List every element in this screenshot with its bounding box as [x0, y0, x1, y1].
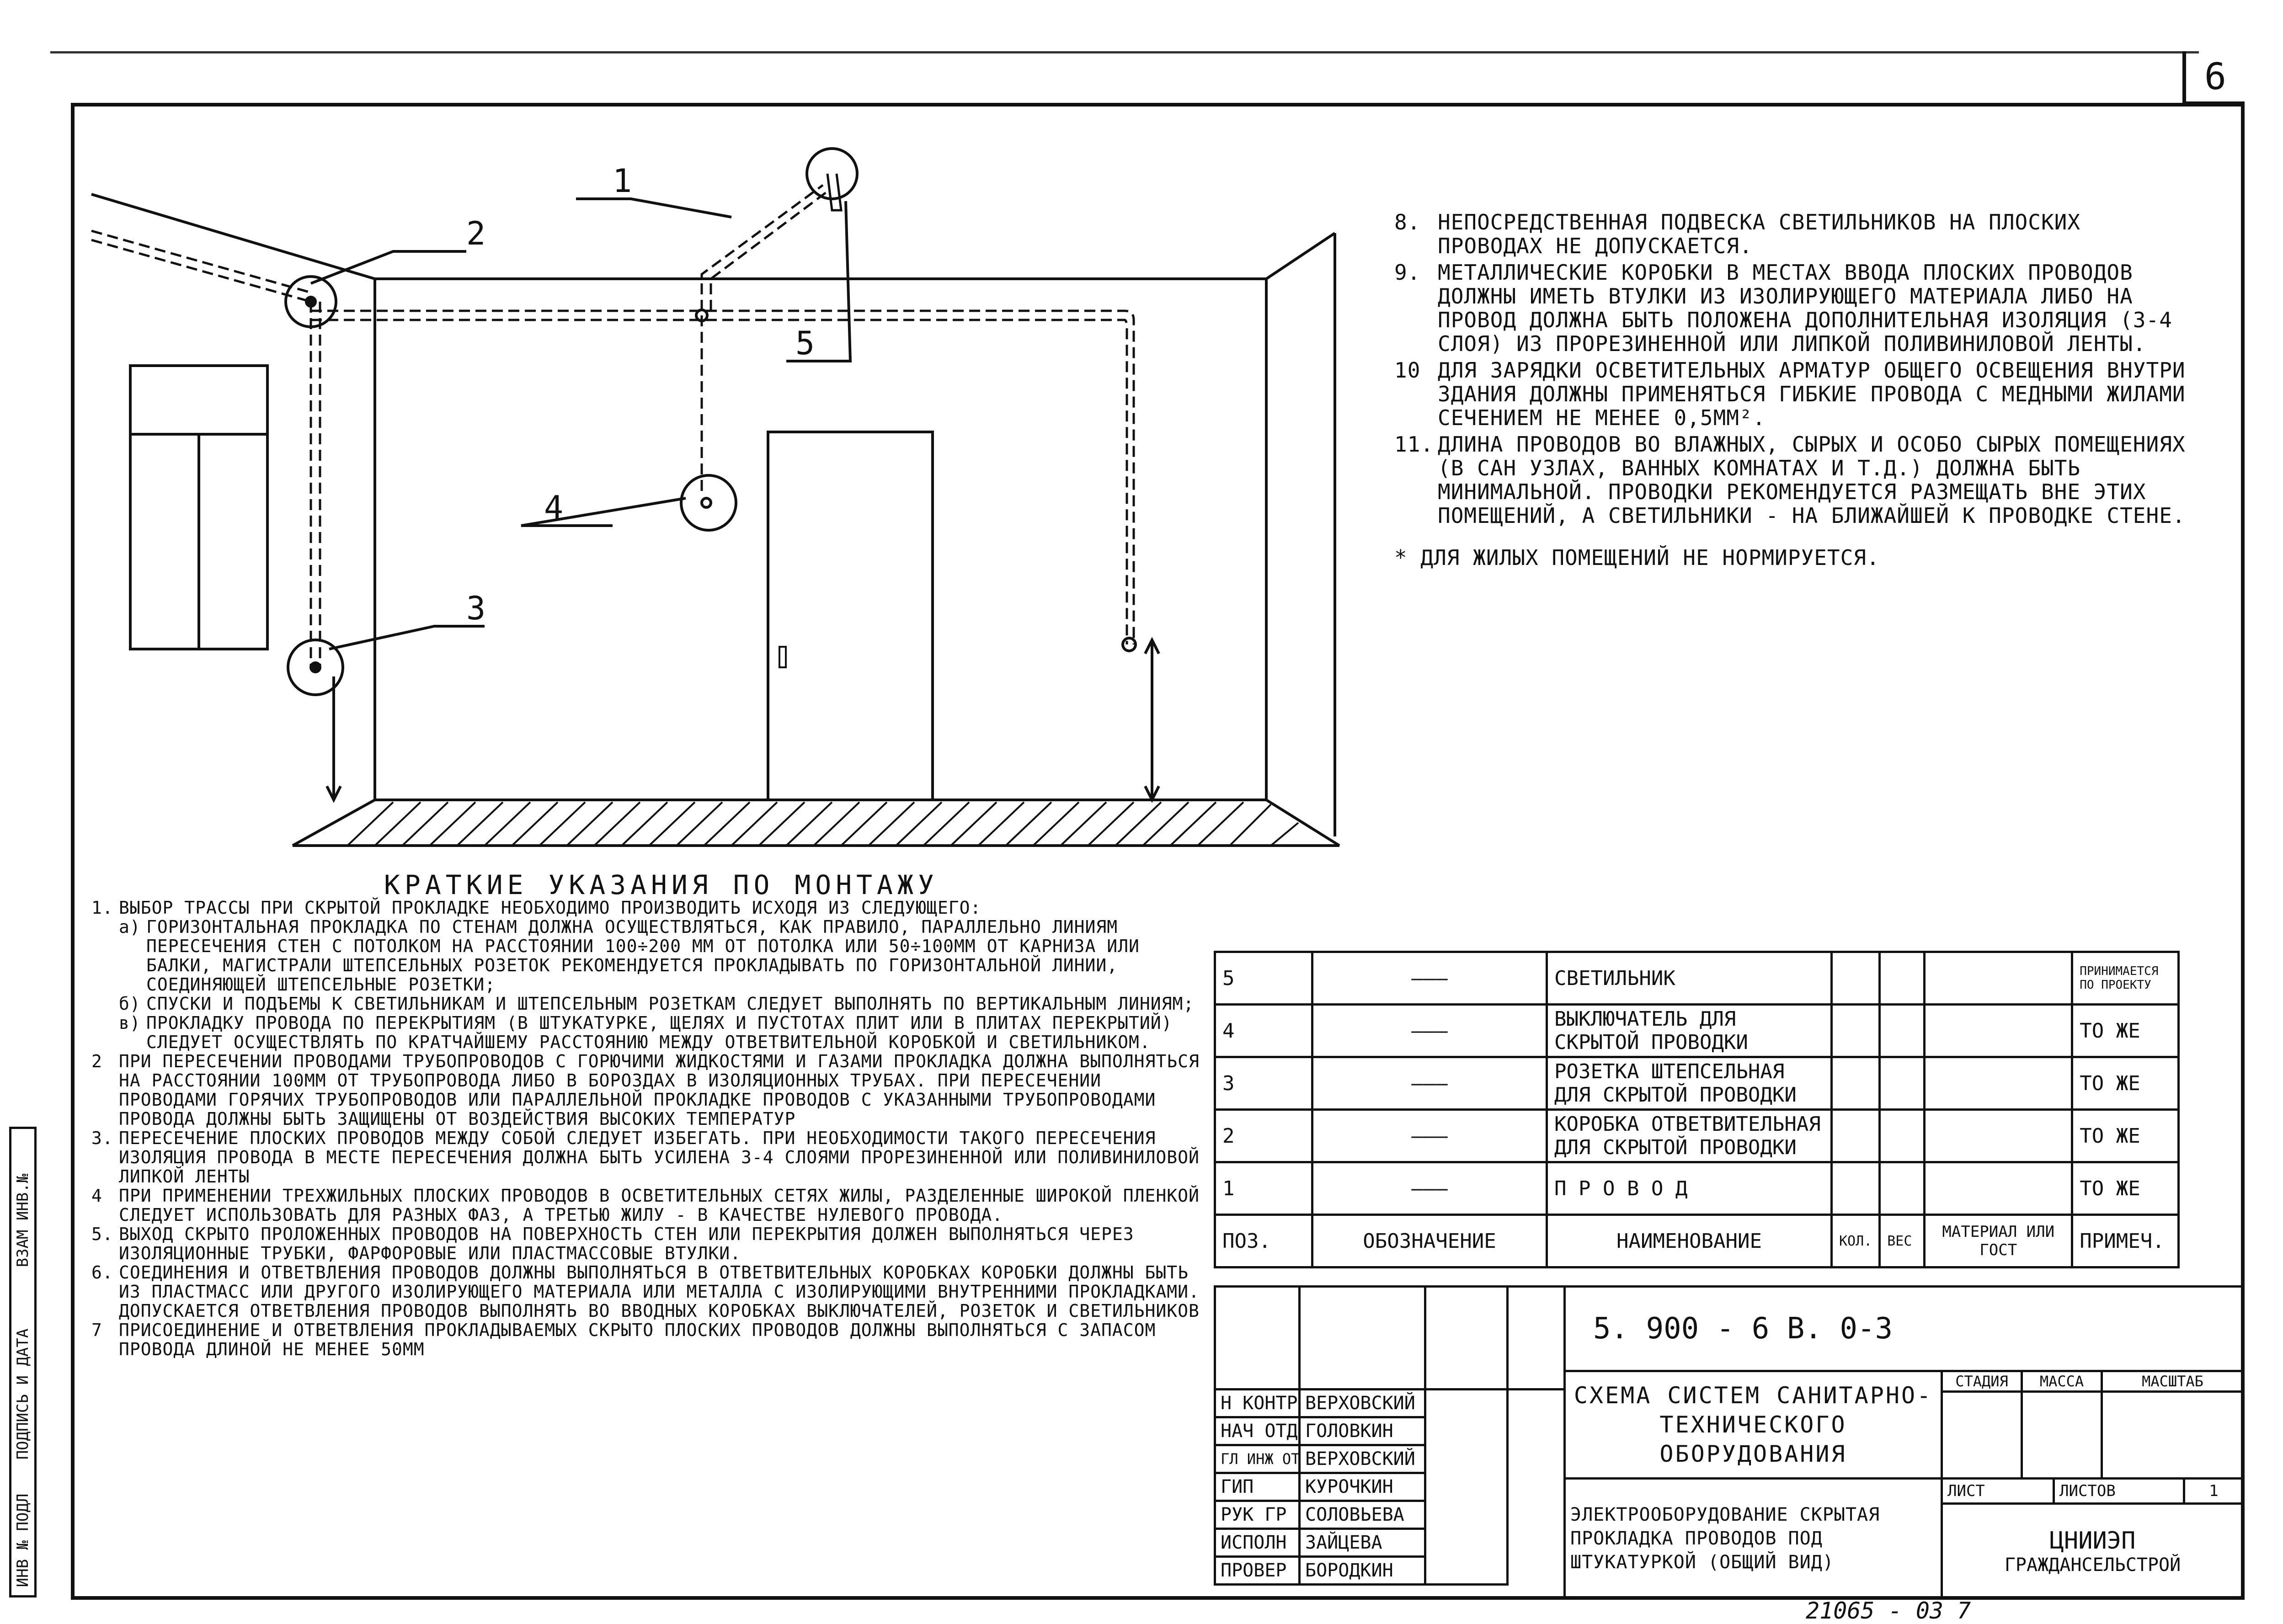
note-8: 8.НЕПОСРЕДСТВЕННАЯ ПОДВЕСКА СВЕТИЛЬНИКОВ…	[1394, 210, 2081, 258]
lamp-5	[805, 147, 859, 200]
notes-right: 8.НЕПОСРЕДСТВЕННАЯ ПОДВЕСКА СВЕТИЛЬНИКОВ…	[1394, 210, 2194, 570]
socket-3	[287, 639, 344, 696]
label-4: 4	[544, 489, 563, 527]
star-note: * ДЛЯ ЖИЛЫХ ПОМЕЩЕНИЙ НЕ НОРМИРУЕТСЯ.	[1394, 545, 1880, 570]
node-ceiling	[695, 309, 709, 322]
title-block: Н КОНТР ВЕРХОВСКИЙ НАЧ ОТД ГОЛОВКИН ГЛ И…	[1214, 1285, 2245, 1600]
organization: ЦНИИЭП ГРАЖДАНСЕЛЬСТРОЙ	[1941, 1502, 2245, 1600]
floor-right	[1265, 799, 1340, 847]
leader-2	[310, 250, 466, 285]
note-1: 1.ВЫБОР ТРАССЫ ПРИ СКРЫТОЙ ПРОКЛАДКЕ НЕО…	[91, 898, 981, 918]
table-header-row: ПОЗ. ОБОЗНАЧЕНИЕ НАИМЕНОВАНИЕ КОЛ. ВЕС М…	[1214, 1214, 2180, 1268]
specification-table: 5 ——— СВЕТИЛЬНИК ПРИНИМАЕТСЯ ПО ПРОЕКТУ …	[1214, 951, 2180, 1268]
drawing-frame	[71, 103, 2245, 1600]
label-1: 1	[613, 162, 632, 200]
room-wiring-drawing: 1 2 3 4 5	[91, 147, 1340, 847]
floor-left	[292, 799, 376, 847]
note-3: 3.ПЕРЕСЕЧЕНИЕ ПЛОСКИХ ПРОВОДОВ МЕЖДУ СОБ…	[91, 1128, 1200, 1187]
leader-3	[329, 625, 485, 650]
note-5: 5.ВЫХОД СКРЫТО ПРОЛОЖЕННЫХ ПРОВОДОВ НА П…	[91, 1224, 1134, 1263]
signatures	[1424, 1388, 1509, 1586]
note-11: 11.ДЛИНА ПРОВОДОВ ВО ВЛАЖНЫХ, СЫРЫХ И ОС…	[1394, 432, 2186, 528]
note-1a: а)ГОРИЗОНТАЛЬНАЯ ПРОКЛАДКА ПО СТЕНАМ ДОЛ…	[119, 917, 1140, 995]
leader-5	[786, 201, 852, 362]
table-row: 4 ——— ВЫКЛЮЧАТЕЛЬ ДЛЯ СКРЫТОЙ ПРОВОДКИ Т…	[1214, 1003, 2180, 1058]
side-stamp-inv: ИНВ № ПОДЛ	[14, 1493, 32, 1587]
ceiling-edge-left	[91, 193, 375, 280]
side-stamp: ИНВ № ПОДЛ ПОДПИСЬ И ДАТА ВЗАМ ИНВ.№	[9, 1127, 37, 1597]
table-row: 2 ——— КОРОБКА ОТВЕТВИТЕЛЬНАЯ ДЛЯ СКРЫТОЙ…	[1214, 1108, 2180, 1163]
note-6: 6.СОЕДИНЕНИЯ И ОТВЕТВЛЕНИЯ ПРОВОДОВ ДОЛЖ…	[91, 1262, 1200, 1321]
switch-4	[680, 474, 737, 532]
notes-title: КРАТКИЕ УКАЗАНИЯ ПО МОНТАЖУ	[384, 869, 939, 900]
label-2: 2	[466, 215, 485, 252]
leader-1	[576, 197, 732, 218]
wire-ceiling-horizontal	[311, 309, 1135, 644]
door	[767, 431, 934, 801]
sheet-number: 6	[2182, 51, 2245, 105]
side-stamp-sign: ПОДПИСЬ И ДАТА	[14, 1328, 32, 1460]
table-row: 3 ——— РОЗЕТКА ШТЕПСЕЛЬНАЯ ДЛЯ СКРЫТОЙ ПР…	[1214, 1056, 2180, 1111]
wall-right-edge	[1265, 232, 1336, 280]
table-row: 1 ——— П Р О В О Д ТО ЖЕ	[1214, 1161, 2180, 1216]
junction-box-2	[284, 275, 337, 328]
switch-right	[1121, 637, 1137, 652]
note-1b: б)СПУСКИ И ПОДЪЕМЫ К СВЕТИЛЬНИКАМ И ШТЕП…	[119, 994, 1195, 1014]
installation-notes: КРАТКИЕ УКАЗАНИЯ ПО МОНТАЖУ 1.ВЫБОР ТРАС…	[91, 869, 1207, 1359]
wire-to-ceiling	[700, 184, 824, 311]
drawing-title: СХЕМА СИСТЕМ САНИТАРНО-ТЕХНИЧЕСКОГО ОБОР…	[1563, 1370, 1943, 1480]
note-9: 9.МЕТАЛЛИЧЕСКИЕ КОРОБКИ В МЕСТАХ ВВОДА П…	[1394, 260, 2172, 356]
top-border-line	[50, 51, 2199, 53]
table-row: 5 ——— СВЕТИЛЬНИК ПРИНИМАЕТСЯ ПО ПРОЕКТУ	[1214, 951, 2180, 1006]
leader-4	[521, 497, 686, 527]
drawing-subtitle: ЭЛЕКТРООБОРУДОВАНИЕ СКРЫТАЯ ПРОКЛАДКА ПР…	[1563, 1477, 1943, 1600]
wire-run-left	[91, 229, 311, 294]
door-handle	[779, 646, 787, 668]
footer-number: 21065 - 03 7	[1806, 1597, 1971, 1624]
label-5: 5	[795, 325, 815, 362]
label-3: 3	[466, 590, 485, 627]
note-1c: в)ПРОКЛАДКУ ПРОВОДА ПО ПЕРЕКРЫТИЯМ (В ШТ…	[119, 1013, 1173, 1052]
document-code: 5. 900 - 6 В. 0-3	[1563, 1285, 2245, 1372]
side-stamp-vzam: ВЗАМ ИНВ.№	[14, 1173, 32, 1267]
